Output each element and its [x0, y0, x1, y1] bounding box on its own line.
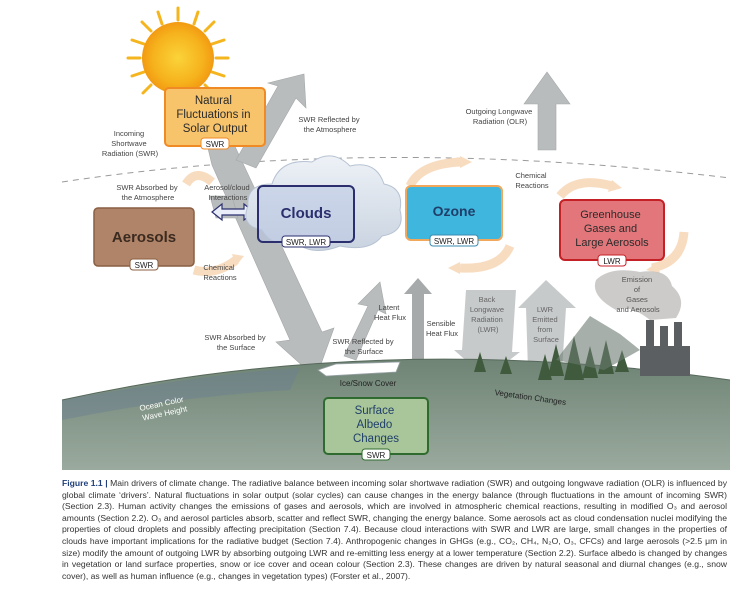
label-aerosol-cloud: Aerosol/cloud Interactions [204, 183, 252, 202]
svg-text:Surface Albedo Cha: Surface Albedo Changes [353, 405, 399, 445]
ozone-box: Ozone SWR, LWR [405, 185, 503, 247]
svg-text:Natural Fluctuations in: Natural Fluctuations in Solar Output [176, 95, 253, 135]
label-sensible-heat: Sensible Heat Flux [426, 319, 458, 338]
ghg-box: Greenhouse Gases and Large Aerosols LWR [559, 199, 665, 267]
svg-text:SWR: SWR [367, 451, 386, 460]
label-swr-absorbed-atm: SWR Absorbed by the Atmosphere [116, 183, 179, 202]
svg-text:SWR: SWR [206, 140, 225, 149]
label-swr-absorbed-surface: SWR Absorbed by the Surface [204, 333, 267, 352]
label-ice-snow: Ice/Snow Cover [340, 379, 397, 388]
ozone-cycle-arrow [405, 157, 461, 189]
climate-drivers-diagram: Natural Fluctuations in Solar Output SWR… [61, 6, 731, 470]
olr-arrow [523, 71, 571, 151]
ozone-cycle-arrow-2 [459, 243, 515, 273]
svg-text:SWR, LWR: SWR, LWR [434, 237, 475, 246]
swr-reflected-surface-arrow [343, 281, 387, 361]
svg-text:Aerosols: Aerosols [112, 229, 176, 246]
atmosphere-boundary [61, 156, 731, 183]
label-swr-reflected-surface: SWR Reflected by the Surface [332, 337, 395, 356]
label-emission: Emission of Gases and Aerosols [616, 275, 660, 314]
latent-heat-arrow [404, 278, 432, 372]
ghg-cycle-arrow [556, 178, 614, 200]
label-latent-heat: Latent Heat Flux [374, 303, 406, 322]
svg-text:LWR: LWR [603, 257, 620, 266]
label-chem-reactions-top: Chemical Reactions [515, 171, 549, 190]
caption-text: Main drivers of climate change. The radi… [62, 478, 727, 581]
emission-plume [594, 270, 682, 320]
factory-icon [640, 320, 690, 376]
label-swr-reflected-atm: SWR Reflected by the Atmosphere [298, 115, 361, 134]
svg-text:SWR, LWR: SWR, LWR [286, 238, 327, 247]
label-lwr-emitted: LWR Emitted from Surface [532, 305, 560, 344]
svg-text:SWR: SWR [135, 261, 154, 270]
lwr-emitted-arrow [518, 280, 576, 370]
label-chem-reactions-left: Chemical Reactions [203, 263, 237, 282]
svg-text:Clouds: Clouds [281, 205, 332, 222]
chem-cycle-arrow-2 [182, 171, 215, 187]
mountain-icon [556, 316, 640, 370]
clouds-box: Clouds SWR, LWR [245, 155, 402, 251]
svg-text:Ozone: Ozone [433, 203, 476, 219]
figure-caption: Figure 1.1 | Main drivers of climate cha… [62, 478, 727, 582]
label-incoming-swr: Incoming Shortwave Radiation (SWR) [102, 129, 159, 158]
surface-albedo-box: Surface Albedo Changes SWR [323, 397, 429, 461]
aerosols-box: Aerosols SWR [93, 207, 195, 271]
back-lwr-arrow [454, 290, 520, 378]
caption-label: Figure 1.1 | [62, 478, 108, 488]
label-olr: Outgoing Longwave Radiation (OLR) [466, 107, 535, 126]
label-back-lwr: Back Longwave Radiation (LWR) [470, 295, 506, 334]
chem-cycle-arrow [192, 256, 239, 277]
solar-output-box: Natural Fluctuations in Solar Output SWR [164, 87, 266, 150]
svg-text:Greenhouse Gases and: Greenhouse Gases and Large Aerosols [575, 209, 649, 249]
sun-icon [126, 6, 230, 110]
